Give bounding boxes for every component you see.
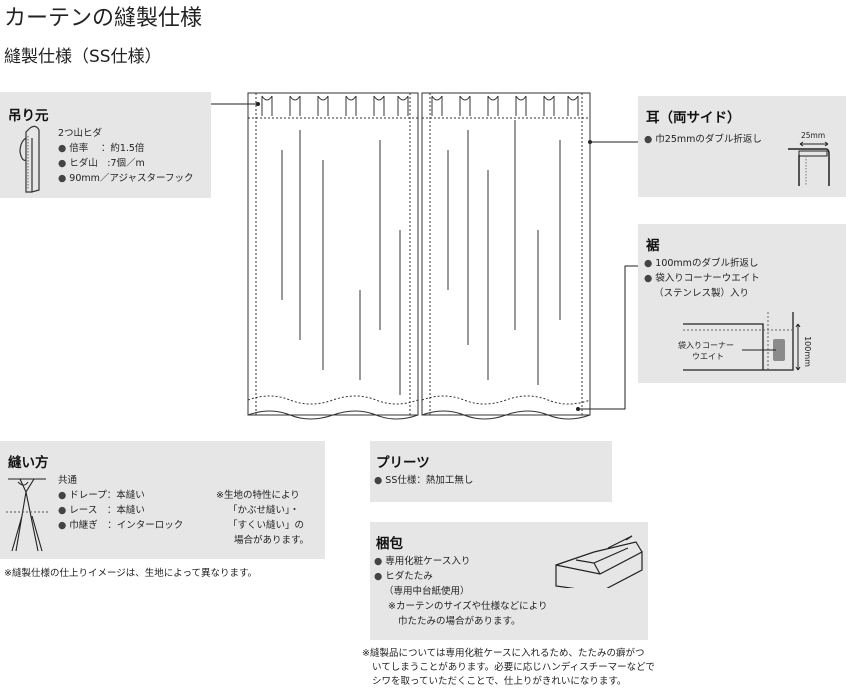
text: SS仕様：熱加工無し [374,473,473,488]
text: 巾25mmのダブル折返し [644,132,762,147]
text: 90mm／アジャスターフック [58,171,193,186]
heading: 耳（両サイド） [646,110,741,126]
note: ※生地の特性により [216,490,300,501]
panel-mimi: 耳（両サイド） 巾25mmのダブル折返し 25mm [638,96,846,197]
panel-suso: 裾 100mmのダブル折返し 袋入りコーナーウエイト （ステンレス製）入り 袋入… [638,224,846,383]
footnote: ※縫製仕様の仕上りイメージは、生地によって異なります。 [4,568,258,579]
panel-pleats: プリーツ SS仕様：熱加工無し [370,441,612,502]
heading: 裾 [646,238,660,254]
text: 倍率 ：約1.5倍 [58,141,144,156]
text: （ステンレス製）入り [654,288,750,299]
text: 専用化粧ケース入り [374,554,470,569]
box-icon [555,535,643,588]
panel-konpo: 梱包 専用化粧ケース入り ヒダたたみ （専用中台紙使用） ※カーテンのサイズや仕… [370,522,648,640]
text: レース ：本縫い [58,503,145,518]
side-hem-icon [788,141,830,186]
page-subtitle: 縫製仕様（SS仕様） [4,47,162,67]
note: 「かぶせ縫い」・ [228,505,300,516]
text: 2つ山ヒダ [58,128,103,139]
seam-icon [6,478,50,552]
text: （専用中台紙使用） [384,586,470,597]
connector-line [578,265,638,410]
note: 場合があります。 [234,535,310,546]
text: ヒダ山 :7個／m [58,156,145,171]
text: ※カーテンのサイズや仕様などにより [388,601,548,612]
text: 巾たたみの場合があります。 [398,616,521,627]
hem-diagram [683,312,801,371]
text: 共通 [58,475,78,486]
footnote: いてしまうことがあります。必要に応じハンディスチーマーなどで [372,662,655,673]
weight-label: 袋入りコーナー [678,341,734,350]
footnote: シワを取っていただくことで、仕上りがきれいになります。 [372,676,627,687]
hook-icon [19,125,40,193]
text: 袋入りコーナーウエイト [644,271,760,286]
heading: 吊り元 [8,108,49,124]
panel-tsurimoto: 吊り元 2つ山ヒダ 倍率 ：約1.5倍 ヒダ山 :7個／m 90mm／アジャスタ… [0,92,211,198]
panel-nuikata: 縫い方 共通 ドレープ：本縫い レース ：本縫い 巾継ぎ ：インターロック ※生… [0,441,325,559]
text: ヒダたたみ [374,569,433,584]
dimension-label: 25mm [801,131,826,140]
heading: 縫い方 [8,455,49,471]
text: 巾継ぎ ：インターロック [58,518,183,533]
weight-label: ウエイト [692,352,724,361]
text: ドレープ：本縫い [58,488,144,503]
page-title: カーテンの縫製仕様 [4,6,203,31]
footnote: ※縫製品については専用化粧ケースに入れるため、たたみの癖がつ [362,648,645,659]
heading: プリーツ [376,455,430,471]
note: 「すくい縫い」の [228,520,305,531]
text: 100mmのダブル折返し [644,256,758,271]
heading: 梱包 [376,536,403,552]
